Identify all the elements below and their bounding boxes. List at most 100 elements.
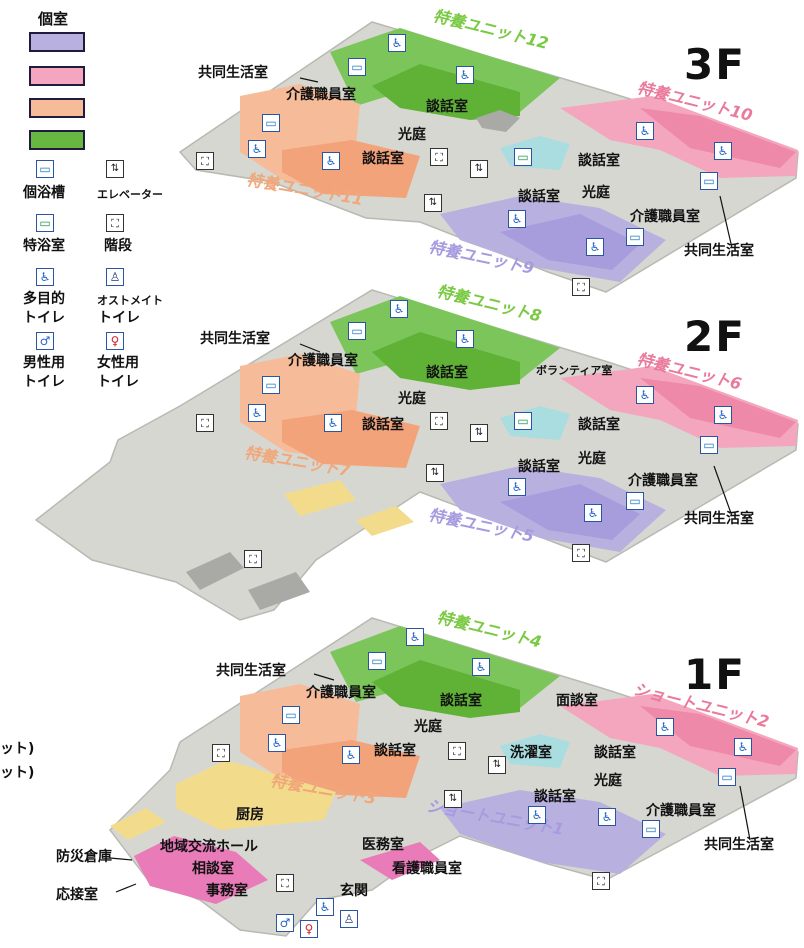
bathtub-icon: ▭ xyxy=(700,172,718,190)
legend-label-elevator: エレベーター xyxy=(97,188,163,201)
stairs-icon: ⛶ xyxy=(592,872,610,890)
wheelchair-icon: ♿ xyxy=(656,718,674,736)
bathtub-icon: ▭ xyxy=(700,436,718,454)
room-hall-1f: 地域交流ホール xyxy=(160,839,258,855)
wheelchair-icon: ♿ xyxy=(636,386,654,404)
stairs-icon: ⛶ xyxy=(572,278,590,296)
room-common-right-3f: 共同生活室 xyxy=(684,243,754,259)
stairs-icon: ⛶ xyxy=(572,544,590,562)
wheelchair-icon: ♿ xyxy=(714,142,732,160)
ostomate-icon: ♙ xyxy=(106,268,124,286)
room-talk-2-3f: 談話室 xyxy=(362,151,404,167)
wheelchair-icon: ♿ xyxy=(316,898,334,916)
stairs-icon: ⛶ xyxy=(448,742,466,760)
floor-label-1f: 1F xyxy=(684,650,746,699)
bathtub-icon: ▭ xyxy=(368,652,386,670)
floor-label-2f: 2F xyxy=(684,312,746,361)
elevator-icon: ⇅ xyxy=(426,464,444,482)
elevator-icon: ⇅ xyxy=(444,790,462,808)
special-bath-icon: ▭ xyxy=(36,214,54,232)
room-nurse-1f: 看護職員室 xyxy=(392,861,462,877)
wheelchair-icon: ♿ xyxy=(322,152,340,170)
room-talk-3-3f: 談話室 xyxy=(578,153,620,169)
legend-label-mens-2: トイレ xyxy=(23,374,65,390)
unit5-rooms xyxy=(500,484,640,540)
short2-rooms xyxy=(640,706,796,766)
room-talk-2-1f: 談話室 xyxy=(374,743,416,759)
wheelchair-icon: ♿ xyxy=(342,746,360,764)
wheelchair-icon: ♿ xyxy=(36,268,54,286)
unit12-rooms xyxy=(372,64,520,120)
leader-line xyxy=(313,673,335,681)
office-area xyxy=(134,836,268,904)
legend-label-stairs: 階段 xyxy=(104,238,132,254)
floor-2f-plan xyxy=(34,289,799,621)
leader-line xyxy=(719,195,733,249)
bathtub-icon: ▭ xyxy=(262,114,280,132)
room-common-right-1f: 共同生活室 xyxy=(704,837,774,853)
male-icon: ♂ xyxy=(36,332,54,350)
cut-text-1: ット) xyxy=(0,741,35,757)
legend-label-accessible-1: 多目的 xyxy=(23,291,65,307)
stairs-icon: ⛶ xyxy=(430,148,448,166)
room-consult-1f: 相談室 xyxy=(192,861,234,877)
area-yellow-2 xyxy=(356,506,414,536)
room-courtyard-2-3f: 光庭 xyxy=(582,185,610,201)
room-talk-2-2f: 談話室 xyxy=(362,417,404,433)
room-care-right-2f: 介護職員室 xyxy=(628,473,698,489)
special-bath-icon: ▭ xyxy=(514,148,532,166)
wheelchair-icon: ♿ xyxy=(714,406,732,424)
unit3-rooms xyxy=(282,740,420,798)
wheelchair-icon: ♿ xyxy=(388,34,406,52)
legend-label-accessible-2: トイレ xyxy=(23,310,65,326)
room-care-left-3f: 介護職員室 xyxy=(286,87,356,103)
room-medical-1f: 医務室 xyxy=(362,837,404,853)
wheelchair-icon: ♿ xyxy=(586,238,604,256)
unit7-rooms xyxy=(282,410,420,468)
room-talk-1-2f: 談話室 xyxy=(426,365,468,381)
bathtub-icon: ▭ xyxy=(718,768,736,786)
room-common-left-3f: 共同生活室 xyxy=(198,65,268,81)
stairs-icon: ⛶ xyxy=(276,874,294,892)
wheelchair-icon: ♿ xyxy=(472,658,490,676)
room-care-right-1f: 介護職員室 xyxy=(646,803,716,819)
room-entrance-1f: 玄関 xyxy=(340,883,368,899)
wheelchair-icon: ♿ xyxy=(528,806,546,824)
leader-line xyxy=(115,883,137,893)
special-bath-icon: ▭ xyxy=(514,412,532,430)
stairs-icon: ⛶ xyxy=(430,412,448,430)
room-talk-1-3f: 談話室 xyxy=(426,99,468,115)
elevator-icon: ⇅ xyxy=(470,160,488,178)
room-kitchen-1f: 厨房 xyxy=(236,807,264,823)
kitchen-area xyxy=(176,760,336,830)
room-talk-4-2f: 談話室 xyxy=(518,459,560,475)
room-talk-4-1f: 談話室 xyxy=(534,789,576,805)
stairs-icon: ⛶ xyxy=(106,214,124,232)
stairs-icon: ⛶ xyxy=(212,744,230,762)
wheelchair-icon: ♿ xyxy=(456,330,474,348)
room-common-left-1f: 共同生活室 xyxy=(216,663,286,679)
leader-line xyxy=(713,465,733,517)
ostomate-icon: ♙ xyxy=(340,910,358,928)
bathtub-icon: ▭ xyxy=(348,58,366,76)
room-care-left-1f: 介護職員室 xyxy=(306,685,376,701)
bathtub-icon: ▭ xyxy=(262,376,280,394)
legend-swatch-green xyxy=(29,130,85,150)
legend-swatch-pink xyxy=(29,66,85,86)
legend-title: 個室 xyxy=(38,10,69,28)
area-yellow-1 xyxy=(284,480,356,516)
wheelchair-icon: ♿ xyxy=(324,414,342,432)
elevator-icon: ⇅ xyxy=(106,160,124,178)
room-reception-1f: 応接室 xyxy=(56,887,98,903)
legend-label-womens-2: トイレ xyxy=(97,374,139,390)
legend-label-bath: 個浴槽 xyxy=(23,185,65,201)
stairs-icon: ⛶ xyxy=(244,550,262,568)
room-courtyard-2-1f: 光庭 xyxy=(594,773,622,789)
room-care-right-3f: 介護職員室 xyxy=(630,209,700,225)
elevator-icon: ⇅ xyxy=(424,194,442,212)
area-grey-1 xyxy=(186,552,244,590)
unit10-rooms xyxy=(640,108,796,168)
wheelchair-icon: ♿ xyxy=(248,140,266,158)
unit11-rooms xyxy=(282,140,420,198)
